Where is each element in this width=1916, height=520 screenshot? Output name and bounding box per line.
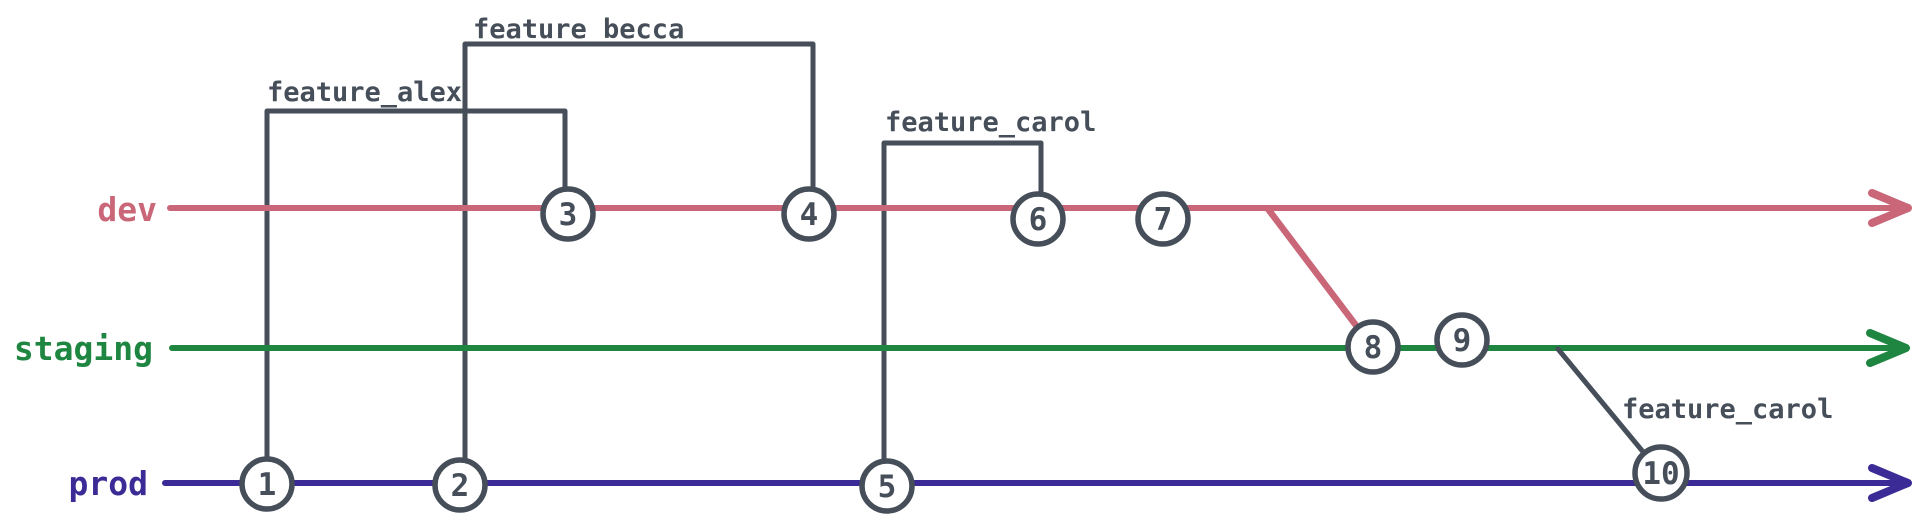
commit-6-node (1010, 191, 1066, 247)
commit-7-number: 7 (1154, 202, 1173, 238)
commit-4-number: 4 (800, 197, 819, 233)
commit-9-number: 9 (1453, 323, 1472, 359)
commit-10-node (1632, 444, 1690, 502)
feature-carol-label-2: feature_carol (1622, 394, 1833, 425)
dev-arrowhead-icon (1868, 189, 1912, 227)
commit-4-node (781, 186, 837, 242)
commit-3-number: 3 (559, 197, 578, 233)
commit-8-node (1345, 319, 1401, 375)
staging-branch-label: staging (14, 329, 153, 368)
commit-5-node (859, 458, 915, 514)
feature-alex-label: feature_alex (267, 77, 462, 108)
commit-8-number: 8 (1364, 330, 1383, 366)
commit-2-node (432, 457, 488, 513)
commit-10-number: 10 (1642, 456, 1679, 492)
commit-6-number: 6 (1029, 202, 1048, 238)
commit-5-number: 5 (878, 469, 897, 505)
feature-becca-path (462, 41, 816, 464)
prod-branch-label: prod (69, 464, 148, 503)
dev-branch-label: dev (97, 190, 157, 229)
staging-arrowhead-icon (1866, 329, 1910, 367)
commit-7-node (1135, 191, 1191, 247)
merge-staging-to-prod (1555, 346, 1647, 456)
commit-1-node (239, 456, 295, 512)
feature-carol-label: feature_carol (885, 107, 1096, 138)
feature-carol-path (881, 140, 1044, 465)
commit-3-node (540, 186, 596, 242)
feature-alex-path (264, 108, 568, 463)
commit-9-node (1434, 312, 1490, 368)
merge-dev-to-staging (1264, 205, 1362, 332)
commit-1-number: 1 (258, 467, 277, 503)
prod-arrowhead-icon (1868, 464, 1912, 502)
feature-becca-label: feature_becca (473, 14, 684, 45)
commit-2-number: 2 (451, 468, 470, 504)
